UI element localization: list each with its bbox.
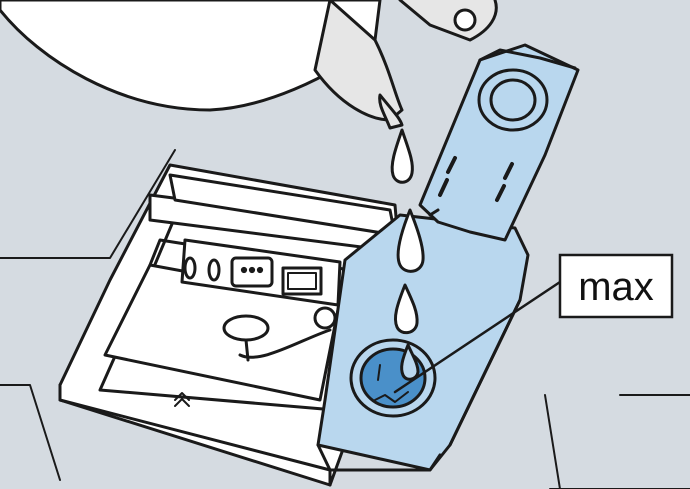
rinse-aid-compartment (316, 213, 530, 472)
lid-latch (222, 306, 337, 362)
door-panel-lines (0, 149, 690, 489)
liquid-drop-icon (390, 128, 425, 381)
max-callout-leader (393, 280, 562, 394)
max-callout: max (558, 253, 674, 319)
bottle-icon (0, 0, 498, 130)
max-label: max (578, 265, 654, 309)
dispenser-lid (418, 43, 580, 242)
